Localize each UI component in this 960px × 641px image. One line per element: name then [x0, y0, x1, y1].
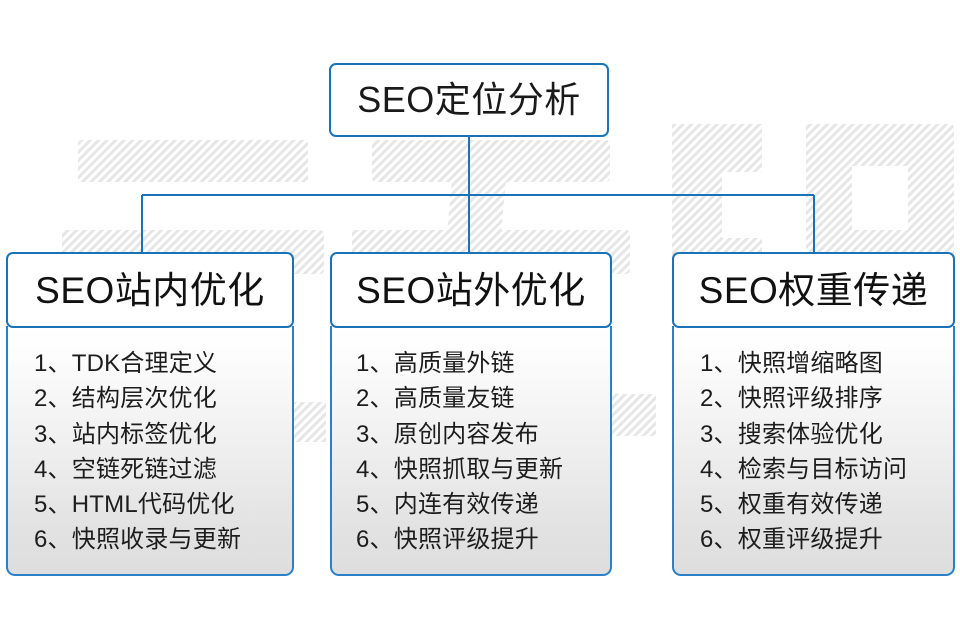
root-node[interactable]: SEO定位分析 — [329, 63, 609, 137]
branch-header[interactable]: SEO权重传递 — [672, 252, 955, 328]
branch-item-list: 1、快照增缩略图 2、快照评级排序 3、搜索体验优化 4、检索与目标访问 5、权… — [672, 326, 955, 576]
branch-item-list: 1、TDK合理定义 2、结构层次优化 3、站内标签优化 4、空链死链过滤 5、H… — [6, 326, 294, 576]
list-item: 4、快照抓取与更新 — [356, 455, 564, 483]
list-item: 2、高质量友链 — [356, 385, 515, 413]
branch-header-label: SEO权重传递 — [698, 269, 929, 311]
list-item: 6、快照评级提升 — [356, 526, 539, 554]
branch-item-list: 1、高质量外链 2、高质量友链 3、原创内容发布 4、快照抓取与更新 5、内连有… — [330, 326, 612, 576]
list-item: 2、快照评级排序 — [700, 385, 883, 413]
list-item: 6、快照收录与更新 — [34, 526, 242, 554]
list-item: 1、高质量外链 — [356, 350, 515, 377]
list-item: 4、检索与目标访问 — [700, 455, 908, 483]
branch-column-seo-offsite: SEO站外优化 1、高质量外链 2、高质量友链 3、原创内容发布 4、快照抓取与… — [330, 252, 612, 576]
branch-header[interactable]: SEO站内优化 — [6, 252, 294, 328]
list-item: 2、结构层次优化 — [34, 385, 217, 413]
list-item: 5、内连有效传递 — [356, 491, 539, 519]
branch-header-label: SEO站外优化 — [356, 269, 586, 311]
branch-column-seo-onsite: SEO站内优化 1、TDK合理定义 2、结构层次优化 3、站内标签优化 4、空链… — [6, 252, 294, 576]
list-item: 3、搜索体验优化 — [700, 420, 883, 448]
list-item: 3、站内标签优化 — [34, 420, 217, 448]
list-item: 3、原创内容发布 — [356, 420, 539, 448]
list-item: 1、快照增缩略图 — [700, 350, 883, 377]
branch-column-seo-weight: SEO权重传递 1、快照增缩略图 2、快照评级排序 3、搜索体验优化 4、检索与… — [672, 252, 955, 576]
root-node-label: SEO定位分析 — [357, 79, 581, 120]
list-item: 5、HTML代码优化 — [34, 491, 235, 519]
branch-header[interactable]: SEO站外优化 — [330, 252, 612, 328]
list-item: 6、权重评级提升 — [700, 526, 883, 554]
branch-header-label: SEO站内优化 — [35, 269, 265, 311]
list-item: 1、TDK合理定义 — [34, 350, 218, 377]
list-item: 5、权重有效传递 — [700, 491, 883, 519]
list-item: 4、空链死链过滤 — [34, 455, 217, 483]
